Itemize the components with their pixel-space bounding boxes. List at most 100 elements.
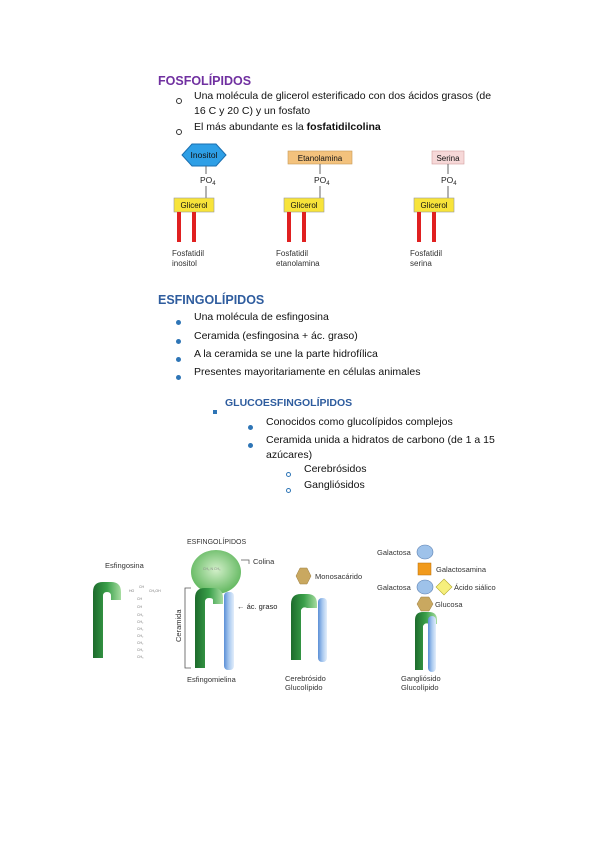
fosfolipidos-figure: Inositol PO4 Glicerol Fosfatidil inosito… bbox=[172, 143, 465, 268]
ceramida-bracket bbox=[184, 587, 191, 669]
svg-text:CH₂: CH₂ bbox=[137, 641, 144, 645]
gangliosido-blue-chain bbox=[428, 616, 436, 672]
list-item: Una molécula de esfingosina bbox=[176, 310, 496, 329]
glucosa-hexagon bbox=[416, 596, 434, 612]
acido-graso-label: ← ác. graso bbox=[237, 602, 277, 611]
ceramida-blue-chain bbox=[224, 592, 234, 670]
cerebrosido-green-chain bbox=[291, 594, 317, 660]
colina-label: Colina bbox=[253, 557, 275, 566]
cerebrosido-label: Cerebrósido bbox=[285, 674, 326, 683]
list-bullet-dot bbox=[176, 370, 181, 385]
inositol-hexagon bbox=[181, 143, 227, 167]
list-bullet-dot bbox=[248, 438, 253, 453]
acido-sialico-diamond bbox=[435, 578, 453, 596]
svg-text:CH₂: CH₂ bbox=[137, 648, 144, 652]
galactosa-label: Galactosa bbox=[377, 583, 412, 592]
svg-text:CH₂: CH₂ bbox=[137, 620, 144, 624]
list-subitem: Cerebrósidos bbox=[286, 462, 446, 478]
subheading-bullet-square bbox=[213, 401, 217, 419]
phospholipid-name: serina bbox=[410, 259, 432, 268]
list-item-line: Una molécula de glicerol esterificado co… bbox=[194, 90, 492, 102]
list-bullet-dot bbox=[176, 315, 181, 330]
list-item: A la ceramida se une la parte hidrofílic… bbox=[176, 347, 496, 365]
acido-sialico-label: Ácido siálico bbox=[454, 583, 496, 592]
list-item-text: El más abundante es la bbox=[194, 121, 307, 133]
fosfolipidos-heading: FOSFOLÍPIDOS bbox=[158, 74, 252, 88]
galactosamina-square bbox=[417, 562, 432, 576]
glucosa-label: Glucosa bbox=[435, 600, 463, 609]
phospholipid-name: inositol bbox=[172, 259, 197, 268]
svg-text:CH₂: CH₂ bbox=[137, 613, 144, 617]
list-bullet-ring bbox=[286, 467, 291, 482]
esfingolipidos-list: Una molécula de esfingosina Ceramida (es… bbox=[176, 310, 496, 383]
list-item: Ceramida unida a hidratos de carbono (de… bbox=[248, 433, 548, 463]
monosacarido-label: Monosacárido bbox=[315, 572, 362, 581]
fatty-acid-chain bbox=[192, 212, 196, 242]
svg-text:CH₂OH: CH₂OH bbox=[149, 589, 161, 593]
glucolipido-label: Glucolípido bbox=[401, 683, 439, 692]
list-bullet-ring bbox=[176, 94, 182, 109]
fosfatidil-serina-diagram: Serina PO4 Glicerol Fosfatidil serina bbox=[410, 150, 465, 268]
gangliosido-label: Gangliósido bbox=[401, 674, 441, 683]
serina-label: Serina bbox=[436, 154, 460, 163]
esfingomielina-label: Esfingomielina bbox=[187, 675, 237, 684]
glucoesfingolipidos-list: Conocidos como glucolípidos complejos Ce… bbox=[248, 415, 548, 463]
list-bullet-dot bbox=[176, 334, 181, 349]
po4-label: PO4 bbox=[200, 175, 216, 187]
phospholipid-name: Fosfatidil bbox=[276, 249, 308, 258]
esfingolipidos-heading: ESFINGOLÍPIDOS bbox=[158, 293, 265, 307]
list-bullet-dot bbox=[176, 352, 181, 367]
phospholipid-name: etanolamina bbox=[276, 259, 320, 268]
colina-head bbox=[191, 550, 241, 594]
glucoesfingolipidos-sublist: Cerebrósidos Gangliósidos bbox=[286, 462, 446, 494]
galactosa-circle bbox=[416, 579, 434, 595]
esfingosina-label: Esfingosina bbox=[105, 561, 145, 570]
galactosa-circle bbox=[416, 544, 434, 560]
svg-text:CH₃: CH₃ bbox=[137, 655, 144, 659]
glucoesfingolipidos-heading: GLUCOESFINGOLÍPIDOS bbox=[225, 397, 353, 409]
list-bullet-ring bbox=[176, 125, 182, 140]
list-item-bold: fosfatidilcolina bbox=[306, 121, 381, 133]
svg-text:HO: HO bbox=[129, 589, 135, 593]
svg-text:CH: CH bbox=[139, 585, 145, 589]
fatty-acid-chain bbox=[432, 212, 436, 242]
list-bullet-ring bbox=[286, 483, 291, 498]
phospholipid-name: Fosfatidil bbox=[172, 249, 204, 258]
list-item: Presentes mayoritariamente en células an… bbox=[176, 365, 496, 383]
po4-label: PO4 bbox=[314, 175, 330, 187]
galactosa-label: Galactosa bbox=[377, 548, 412, 557]
ceramida-green-chain bbox=[195, 588, 223, 668]
colina-formula: CH₃ N CH₃ bbox=[203, 567, 221, 571]
gangliosido-green-chain bbox=[415, 612, 437, 670]
etanolamina-label: Etanolamina bbox=[298, 154, 343, 163]
fatty-acid-chain bbox=[287, 212, 291, 242]
list-subitem: Gangliósidos bbox=[286, 478, 446, 494]
phospholipid-name: Fosfatidil bbox=[410, 249, 442, 258]
list-item: Ceramida (esfingosina + ác. graso) bbox=[176, 329, 496, 347]
svg-text:CH₂: CH₂ bbox=[137, 634, 144, 638]
glicerol-label: Glicerol bbox=[180, 201, 207, 210]
glicerol-label: Glicerol bbox=[290, 201, 317, 210]
inositol-label: Inositol bbox=[191, 150, 218, 160]
esfingolipidos-figure-title: ESFINGOLÍPIDOS bbox=[187, 537, 246, 546]
cerebrosido-blue-chain bbox=[318, 598, 327, 662]
po4-label: PO4 bbox=[441, 175, 457, 187]
fosfatidil-inositol-diagram: Inositol PO4 Glicerol Fosfatidil inosito… bbox=[172, 143, 227, 268]
monosacarido-hexagon bbox=[295, 567, 312, 585]
list-item: Conocidos como glucolípidos complejos bbox=[248, 415, 548, 433]
ceramida-label: Ceramida bbox=[174, 609, 183, 642]
list-item-line: 16 C y 20 C) y un fosfato bbox=[194, 105, 311, 117]
fatty-acid-chain bbox=[302, 212, 306, 242]
fatty-acid-chain bbox=[417, 212, 421, 242]
svg-text:CH₂: CH₂ bbox=[137, 627, 144, 631]
fosfatidil-etanolamina-diagram: Etanolamina PO4 Glicerol Fosfatidil etan… bbox=[276, 150, 353, 268]
glicerol-label: Glicerol bbox=[420, 201, 447, 210]
glucolipido-label: Glucolípido bbox=[285, 683, 323, 692]
galactosamina-label: Galactosamina bbox=[436, 565, 487, 574]
list-bullet-dot bbox=[248, 420, 253, 435]
svg-text:CH: CH bbox=[137, 605, 143, 609]
svg-text:CH: CH bbox=[137, 597, 143, 601]
